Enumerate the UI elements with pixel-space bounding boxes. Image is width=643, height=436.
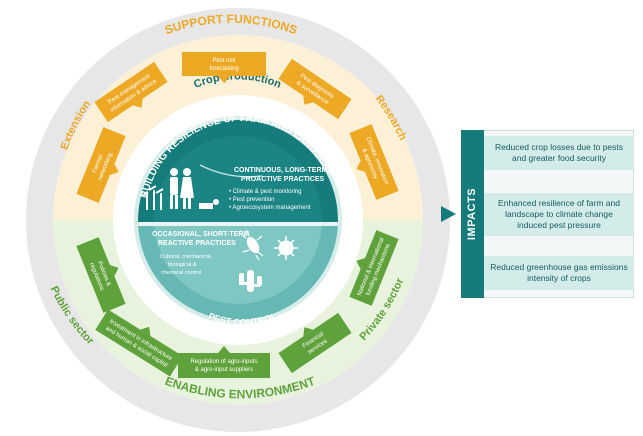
support-box-text: Pest risk	[212, 58, 236, 64]
support-box-pest-diagnosis: Pest diagnosis & surveillance	[278, 58, 352, 120]
reactive-title-2: reactive practices	[158, 240, 236, 247]
reactive-desc-3: chemical control	[161, 270, 201, 276]
enabling-box-policies: Policies & regulations	[76, 237, 126, 313]
virus-icon	[274, 236, 298, 260]
impact-item-emissions: Reduced greenhouse gas emissions intensi…	[484, 256, 634, 290]
impacts-label: IMPACTS	[466, 187, 479, 241]
support-box-climate-innovation: Climate, innovation & agronomy	[349, 124, 399, 200]
cactus-icon	[239, 270, 262, 292]
proactive-bullet-3: • Agroecosystem management	[229, 205, 311, 211]
beetle-icon	[240, 229, 264, 261]
proactive-bullet-1: • Climate & pest monitoring	[229, 189, 301, 195]
arrow-to-impacts-icon	[441, 206, 456, 222]
impact-item-crop-losses: Reduced crop losses due to pests and gre…	[484, 136, 634, 170]
enabling-box-regulation: Regulation of agro-inputs & agro-input s…	[178, 346, 270, 378]
enabling-box-text: Regulation of agro-inputs	[190, 359, 257, 365]
proactive-bullet-2: • Pest prevention	[229, 197, 274, 203]
support-box-text: forecasting	[209, 66, 238, 72]
impact-item-resilience: Enhanced resilience of farm and landscap…	[484, 193, 634, 236]
reactive-desc-1: Cultural, mechanical,	[160, 254, 213, 260]
enabling-box-text: & agro-input suppliers	[195, 367, 253, 373]
reactive-title-1: Occasional, short-term	[152, 231, 249, 238]
impacts-bar	[461, 130, 484, 298]
farm-illustration	[141, 164, 263, 210]
enabling-box-financial: Financial services	[278, 312, 352, 374]
proactive-title-2: PROACTIVE PRACTICES	[241, 176, 325, 183]
reactive-desc-2: biological &	[168, 262, 197, 268]
proactive-title-1: CONTINUOUS, LONG-TERM	[234, 167, 327, 174]
support-box-pest-risk: Pest risk forecasting	[182, 52, 266, 83]
support-box-farmer-networking: Farmer networking	[76, 127, 126, 203]
